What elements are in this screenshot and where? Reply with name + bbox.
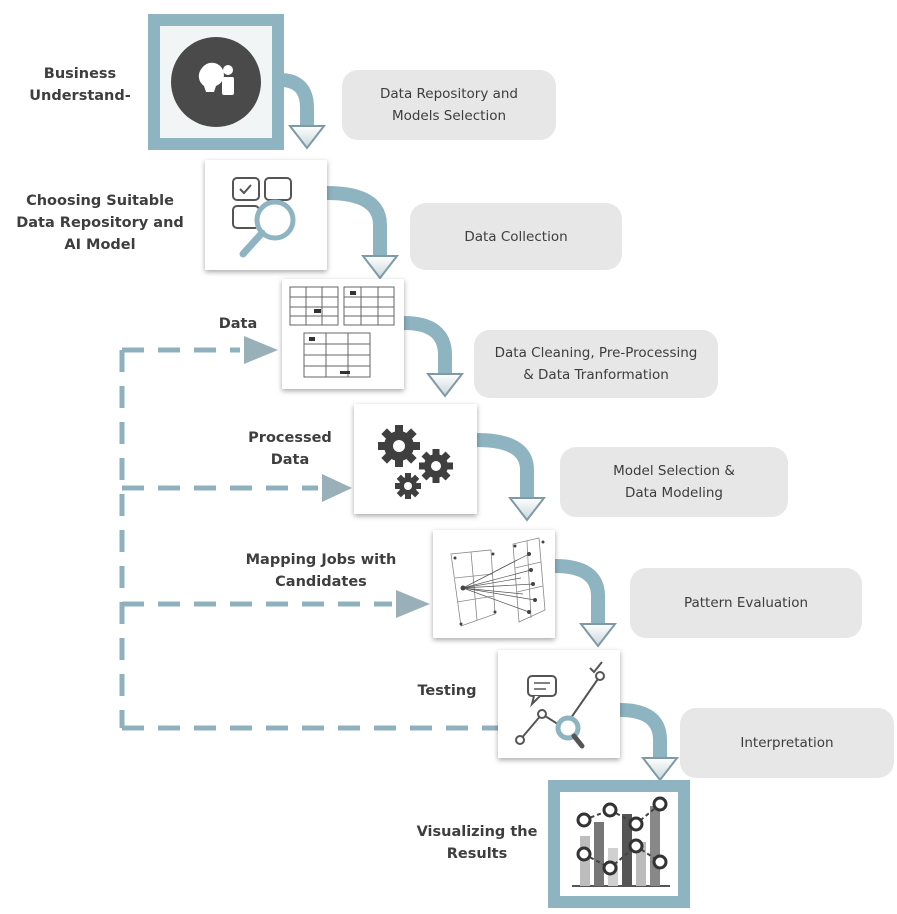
arrowhead-5 [578,623,618,648]
data-tables-icon [289,286,395,378]
arrowhead-1 [287,125,327,150]
feedback-arrow-mapping [396,590,430,618]
mapping-network-icon [450,537,546,627]
search-magnifier-icon [232,177,296,258]
step-2-card [205,160,327,270]
connector-3 [403,316,452,374]
gears-icon [378,425,453,499]
step-4-card [354,404,477,514]
step-4-stage: Model Selection & Data Modeling [560,447,788,517]
step-7-label: Visualizing the Results [416,824,538,862]
step-6-stage: Interpretation [680,708,894,778]
step-1-card [148,14,284,150]
connector-4 [476,433,534,498]
step-6-label: Testing [417,683,477,699]
testing-graph-icon [515,661,605,749]
step-2-stage: Data Collection [410,203,622,270]
arrowhead-6 [640,757,680,782]
arrowhead-4 [507,497,547,522]
feedback-arrow-data [244,336,278,364]
step-4-label: Processed Data [248,430,332,468]
step-3-card [282,279,404,389]
results-chart-icon [572,796,670,887]
step-2-label: Choosing Suitable Data Repository and AI… [16,193,184,253]
step-6-card [498,650,620,758]
step-5-card [433,530,555,638]
step-3-stage: Data Cleaning, Pre-Processing & Data Tra… [474,330,718,398]
arrowhead-2 [360,255,400,280]
arrowhead-3 [425,373,465,398]
feedback-arrow-processed [322,474,352,502]
step-5-stage: Pattern Evaluation [630,568,862,638]
connector-1 [279,73,314,126]
step-5-label: Mapping Jobs with Candidates [245,552,397,590]
connector-5 [554,559,605,624]
step-3-label: Data [218,316,258,332]
step-7-card [548,780,690,908]
step-1-label: Business Understand- [29,66,131,104]
business-understanding-icon [160,26,272,138]
feedback-loop [119,347,498,731]
connector-6 [619,703,667,758]
step-1-stage: Data Repository and Models Selection [342,70,556,140]
connector-2 [326,186,387,256]
